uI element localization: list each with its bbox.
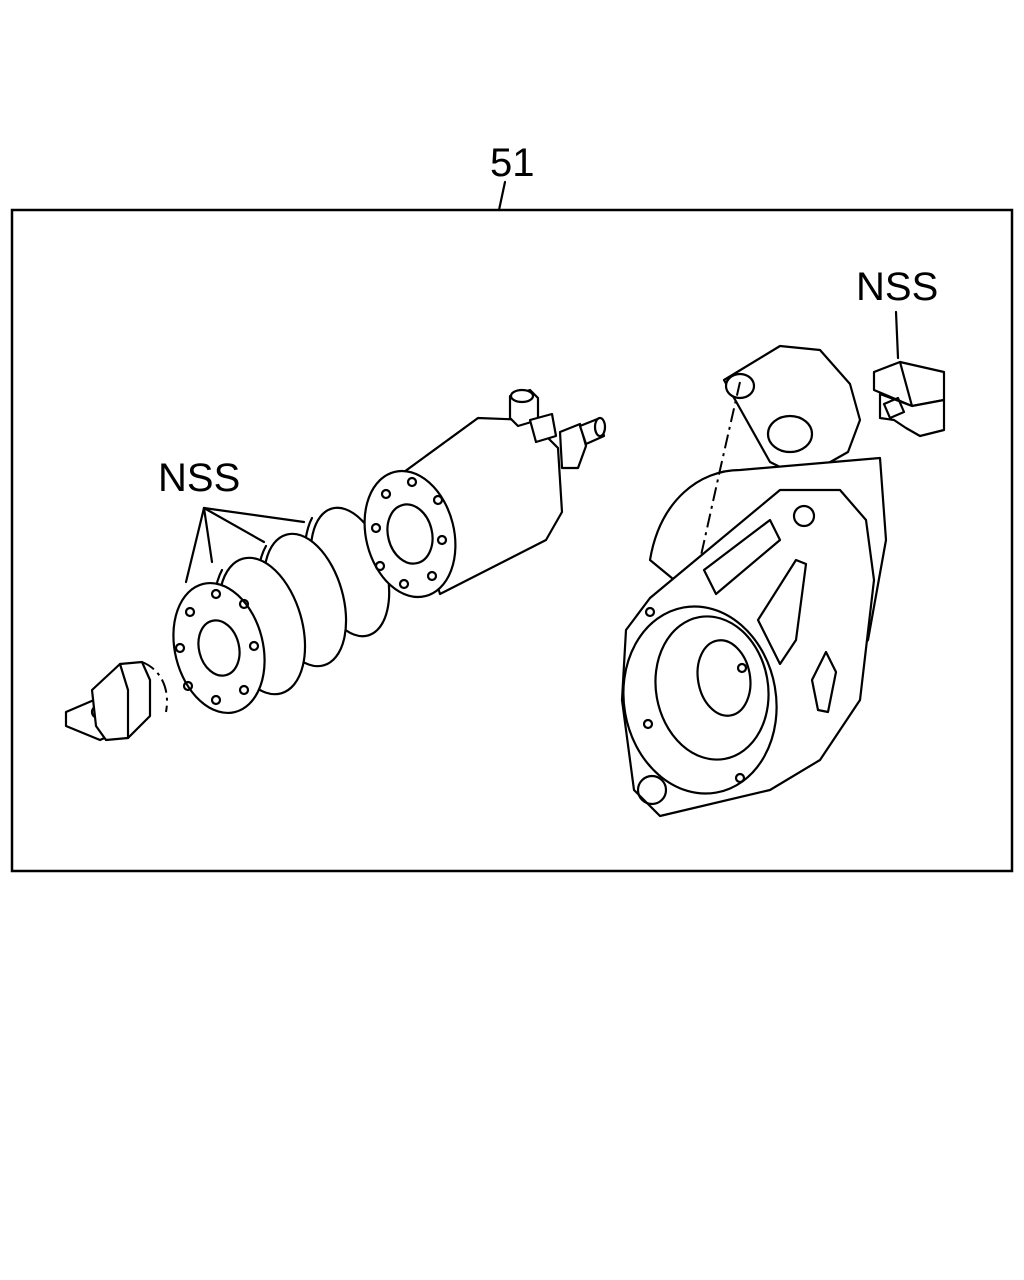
nss-left-leaders [184,506,306,584]
solenoid-switch [363,388,607,599]
washer-stack [172,506,391,715]
assembly-number-label: 51 [490,141,535,185]
nss-label-right: NSS [856,265,938,309]
assembly-frame [10,208,1014,873]
nss-right-leader [894,310,900,360]
nss-label-left: NSS [158,456,240,500]
plunger-part [64,660,168,742]
nss-right-part [872,360,946,438]
drive-housing [620,344,888,818]
assembly-leader-line [497,180,507,212]
